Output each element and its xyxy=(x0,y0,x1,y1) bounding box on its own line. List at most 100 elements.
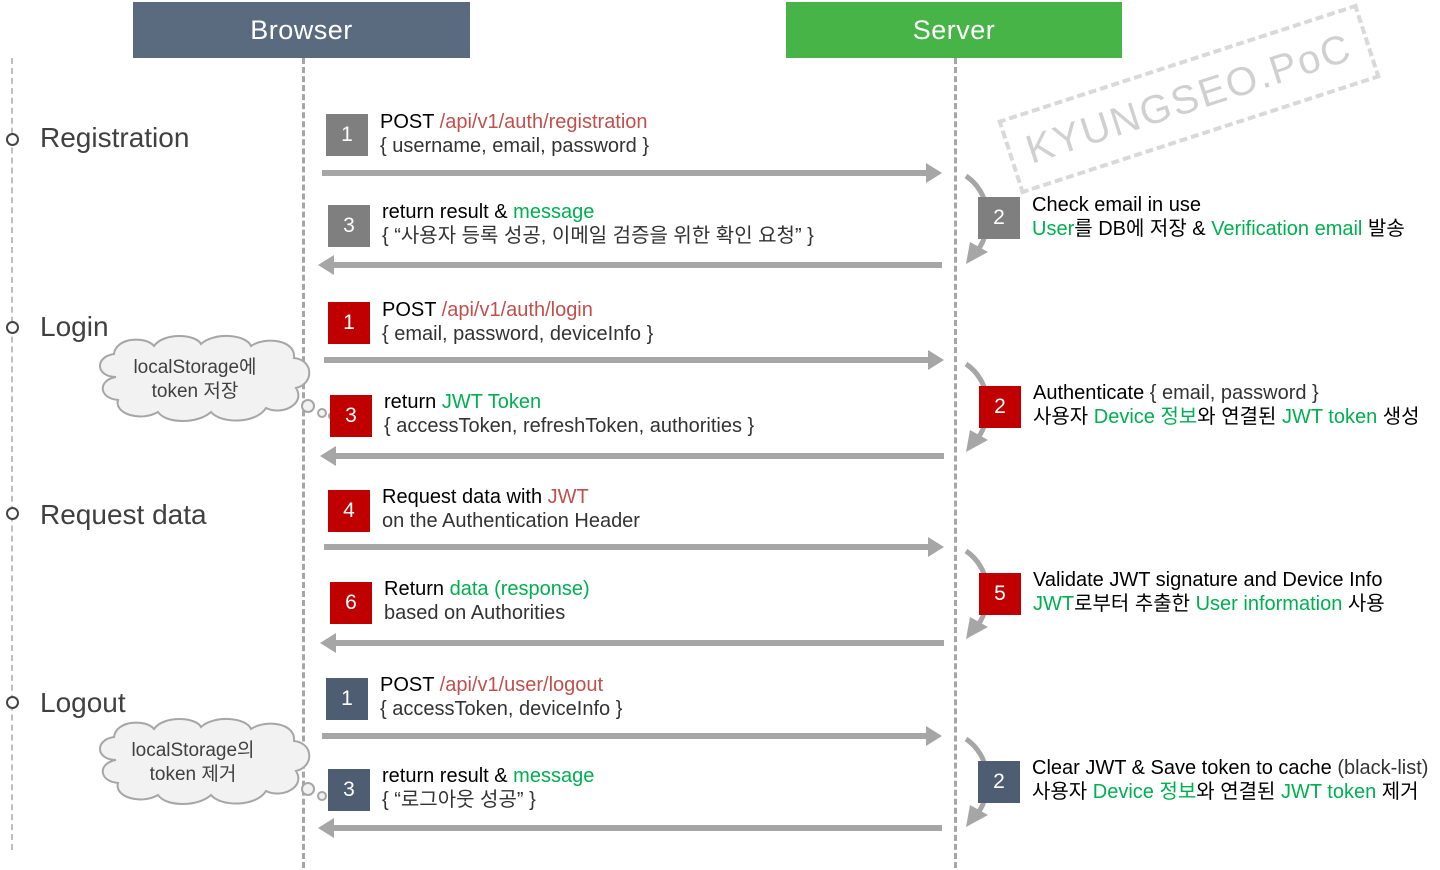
cloud-logout-line1: localStorage의 xyxy=(131,740,255,761)
phase-dot-login xyxy=(6,321,19,334)
request-body: on the Authentication Header xyxy=(382,510,640,532)
phase-label-request: Request data xyxy=(40,499,207,530)
registration-request-arrow xyxy=(322,163,942,183)
request-data-message: Request data with JWT on the Authenticat… xyxy=(382,485,640,533)
t1: 사용자 xyxy=(1032,781,1093,803)
t-b: (black-list) xyxy=(1331,757,1429,779)
logout-step-2-badge: 2 xyxy=(978,761,1020,803)
method: POST xyxy=(380,111,440,133)
endpoint: /api/v1/auth/registration xyxy=(439,111,648,133)
t-a: Authenticate xyxy=(1033,382,1145,404)
browser-lifeline xyxy=(302,58,305,868)
hl1: Device 정보 xyxy=(1092,781,1197,803)
request-step-6-badge: 6 xyxy=(330,582,372,624)
hl1: Device 정보 xyxy=(1093,406,1198,428)
cloud-logout-line2: token 제거 xyxy=(149,764,237,785)
registration-step-1-badge: 1 xyxy=(326,114,368,156)
phase-dot-registration xyxy=(6,133,19,146)
response-highlight: JWT Token xyxy=(441,391,542,413)
request-highlight: JWT xyxy=(547,486,589,508)
login-response-message: return JWT Token { accessToken, refreshT… xyxy=(384,390,754,438)
hl2: JWT token xyxy=(1280,781,1377,803)
cloud-logout-text: localStorage의 token 제거 xyxy=(108,739,278,787)
hl1: User xyxy=(1032,218,1075,240)
response-highlight: message xyxy=(513,201,595,223)
hl2: User information xyxy=(1195,593,1343,615)
method: POST xyxy=(382,299,442,321)
server-action-line1: Check email in use xyxy=(1032,194,1201,216)
endpoint: /api/v1/auth/login xyxy=(441,299,593,321)
login-response-arrow xyxy=(320,446,944,466)
cloud-logout xyxy=(99,718,336,805)
phase-label-logout: Logout xyxy=(40,687,126,718)
cloud-login-text: localStorage에 token 저장 xyxy=(110,356,280,404)
endpoint: /api/v1/user/logout xyxy=(439,674,604,696)
phase-dot-request xyxy=(6,507,19,520)
phase-timeline xyxy=(11,58,13,850)
logout-response-message: return result & message { “로그아웃 성공” } xyxy=(382,764,594,812)
request-response-arrow xyxy=(320,633,944,653)
request-body: { username, email, password } xyxy=(380,135,650,157)
hl2: Verification email xyxy=(1211,218,1363,240)
t1: 를 DB에 저장 & xyxy=(1074,218,1212,240)
t2: 발송 xyxy=(1362,218,1405,240)
response-text: return result & xyxy=(382,201,514,223)
response-text: return xyxy=(384,391,442,413)
registration-server-action: Check email in use User를 DB에 저장 & Verifi… xyxy=(1032,193,1405,241)
t1: 로부터 추출한 xyxy=(1074,593,1196,615)
cloud-login-line1: localStorage에 xyxy=(133,357,257,378)
phase-label-registration: Registration xyxy=(40,122,190,153)
registration-request-message: POST /api/v1/auth/registration { usernam… xyxy=(380,110,649,158)
request-text: Request data with xyxy=(382,486,548,508)
registration-response-message: return result & message { “사용자 등록 성공, 이메… xyxy=(382,200,814,248)
login-request-message: POST /api/v1/auth/login { email, passwor… xyxy=(382,298,653,346)
logout-server-action: Clear JWT & Save token to cache (black-l… xyxy=(1032,756,1428,804)
t-b: { email, password } xyxy=(1144,382,1319,404)
login-server-action: Authenticate { email, password } 사용자 Dev… xyxy=(1033,381,1420,429)
login-step-3-badge: 3 xyxy=(330,395,372,437)
response-highlight: message xyxy=(513,765,595,787)
browser-header: Browser xyxy=(133,2,470,58)
t2: 사용 xyxy=(1342,593,1385,615)
request-body: { accessToken, deviceInfo } xyxy=(380,698,623,720)
phase-dot-logout xyxy=(6,696,19,709)
response-highlight: data (response) xyxy=(449,578,590,600)
server-action-line1: Validate JWT signature and Device Info xyxy=(1033,569,1383,591)
response-body: { “로그아웃 성공” } xyxy=(382,789,536,811)
logout-request-arrow xyxy=(322,726,942,746)
hl1: JWT xyxy=(1033,593,1075,615)
registration-step-3-badge: 3 xyxy=(328,205,370,247)
response-body: based on Authorities xyxy=(384,602,566,624)
response-text: Return xyxy=(384,578,450,600)
request-step-4-badge: 4 xyxy=(328,490,370,532)
login-step-1-badge: 1 xyxy=(328,302,370,344)
request-response-message: Return data (response) based on Authorit… xyxy=(384,577,590,625)
request-body: { email, password, deviceInfo } xyxy=(382,323,654,345)
login-step-2-badge: 2 xyxy=(979,386,1021,428)
cloud-login xyxy=(99,335,336,422)
request-data-arrow xyxy=(324,537,944,557)
t-a: Clear JWT & Save token to cache xyxy=(1032,757,1332,779)
t2: 와 연결된 xyxy=(1197,406,1282,428)
logout-response-arrow xyxy=(318,818,942,838)
method: POST xyxy=(380,674,440,696)
server-lifeline xyxy=(954,58,957,868)
response-text: return result & xyxy=(382,765,514,787)
phase-label-login: Login xyxy=(40,311,109,342)
logout-step-1-badge: 1 xyxy=(326,678,368,720)
response-body: { accessToken, refreshToken, authorities… xyxy=(384,415,755,437)
server-header: Server xyxy=(786,2,1122,58)
registration-response-arrow xyxy=(318,255,942,275)
t3: 제거 xyxy=(1376,781,1419,803)
t2: 와 연결된 xyxy=(1196,781,1281,803)
request-step-5-badge: 5 xyxy=(979,573,1021,615)
registration-step-2-badge: 2 xyxy=(978,197,1020,239)
login-request-arrow xyxy=(324,350,944,370)
request-server-action: Validate JWT signature and Device Info J… xyxy=(1033,568,1385,616)
logout-request-message: POST /api/v1/user/logout { accessToken, … xyxy=(380,673,622,721)
cloud-login-line2: token 저장 xyxy=(151,381,239,402)
t1: 사용자 xyxy=(1033,406,1094,428)
response-body: { “사용자 등록 성공, 이메일 검증을 위한 확인 요청” } xyxy=(382,225,814,247)
hl2: JWT token xyxy=(1281,406,1378,428)
logout-step-3-badge: 3 xyxy=(328,769,370,811)
